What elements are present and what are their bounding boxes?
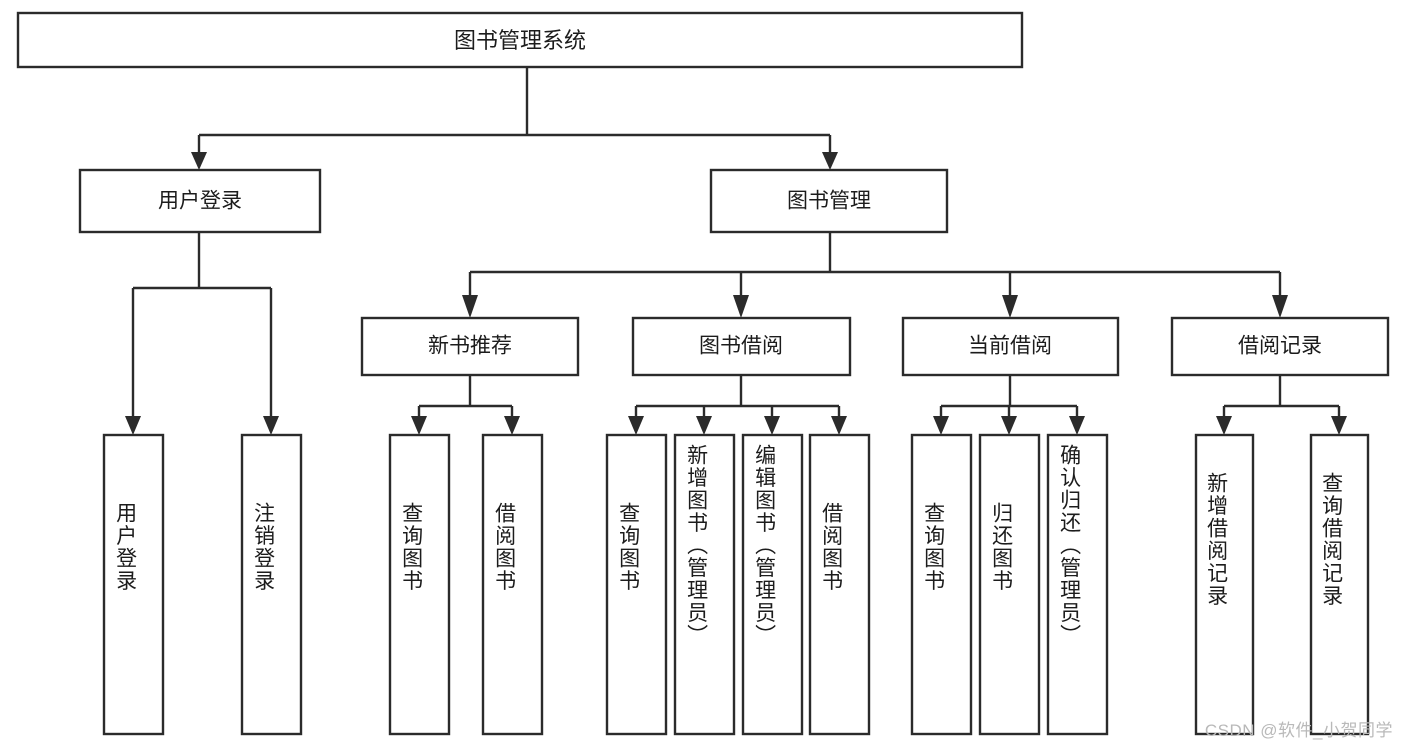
node-user-login-box[interactable]: [78, 168, 322, 234]
connector-group-borrow-record: [1216, 375, 1347, 435]
arrow-head-to-book-borrow: [733, 295, 749, 318]
arrow-head-to-user-login: [191, 152, 207, 170]
node-current-borrow-box[interactable]: [901, 316, 1120, 377]
node-new-book-recommend[interactable]: 新书推荐: [360, 316, 580, 377]
arrow-head-borrowrecord-leaf-2: [1331, 416, 1347, 435]
leaf-box-current-borrow-1[interactable]: [910, 433, 973, 736]
leaf-box-new-book-2[interactable]: [481, 433, 544, 736]
leaf-box-user-login-1[interactable]: [102, 433, 165, 736]
connector-group-book-borrow: [628, 375, 847, 435]
arrow-head-newbook-leaf-1: [411, 416, 427, 435]
leaf-box-new-book-1[interactable]: [388, 433, 451, 736]
arrow-head-currentborrow-leaf-3: [1069, 416, 1085, 435]
arrow-head-login-leaf-1: [125, 416, 141, 435]
leaf-box-book-borrow-2[interactable]: [673, 433, 736, 736]
connector-group-current-borrow: [933, 375, 1085, 435]
node-root-system-label: 图书管理系统: [454, 28, 586, 53]
connector-group-root: [191, 67, 838, 170]
node-user-login-label: 用户登录: [158, 190, 242, 213]
arrow-head-currentborrow-leaf-1: [933, 416, 949, 435]
leaf-box-user-login-2[interactable]: [240, 433, 303, 736]
node-borrow-record[interactable]: 借阅记录: [1170, 316, 1390, 377]
leaf-box-borrow-record-1[interactable]: [1194, 433, 1255, 736]
arrow-head-to-book-management: [822, 152, 838, 170]
node-root-system-box[interactable]: [16, 11, 1024, 69]
csdn-watermark: CSDN @软件_小贺同学: [1204, 721, 1393, 740]
arrow-head-newbook-leaf-2: [504, 416, 520, 435]
node-new-book-recommend-box[interactable]: [360, 316, 580, 377]
node-book-borrow-box[interactable]: [631, 316, 852, 377]
arrow-head-currentborrow-leaf-2: [1001, 416, 1017, 435]
node-borrow-record-box[interactable]: [1170, 316, 1390, 377]
arrow-head-bookborrow-leaf-1: [628, 416, 644, 435]
node-book-borrow[interactable]: 图书借阅: [631, 316, 852, 377]
node-user-login[interactable]: 用户登录: [78, 168, 322, 234]
arrow-head-borrowrecord-leaf-1: [1216, 416, 1232, 435]
node-book-management[interactable]: 图书管理: [709, 168, 949, 234]
node-book-borrow-label: 图书借阅: [699, 335, 783, 358]
arrow-head-bookborrow-leaf-4: [831, 416, 847, 435]
arrow-head-bookborrow-leaf-3: [764, 416, 780, 435]
leaf-box-book-borrow-3[interactable]: [741, 433, 804, 736]
arrow-head-to-borrow-record: [1272, 295, 1288, 318]
arrow-head-login-leaf-2: [263, 416, 279, 435]
leaf-box-borrow-record-2[interactable]: [1309, 433, 1370, 736]
node-book-management-label: 图书管理: [787, 190, 871, 213]
connector-group-book-management: [462, 232, 1288, 318]
node-book-management-box[interactable]: [709, 168, 949, 234]
connector-group-user-login: [125, 232, 279, 435]
node-new-book-recommend-label: 新书推荐: [428, 335, 512, 358]
node-current-borrow[interactable]: 当前借阅: [901, 316, 1120, 377]
node-current-borrow-label: 当前借阅: [968, 335, 1052, 358]
node-root-system[interactable]: 图书管理系统: [16, 11, 1024, 69]
leaf-box-current-borrow-3[interactable]: [1046, 433, 1109, 736]
arrow-head-to-new-book: [462, 295, 478, 318]
connector-group-new-book-recommend: [411, 375, 520, 435]
leaf-box-current-borrow-2[interactable]: [978, 433, 1041, 736]
node-borrow-record-label: 借阅记录: [1238, 335, 1322, 358]
arrow-head-to-current-borrow: [1002, 295, 1018, 318]
arrow-head-bookborrow-leaf-2: [696, 416, 712, 435]
leaf-box-book-borrow-4[interactable]: [808, 433, 871, 736]
leaf-box-book-borrow-1[interactable]: [605, 433, 668, 736]
